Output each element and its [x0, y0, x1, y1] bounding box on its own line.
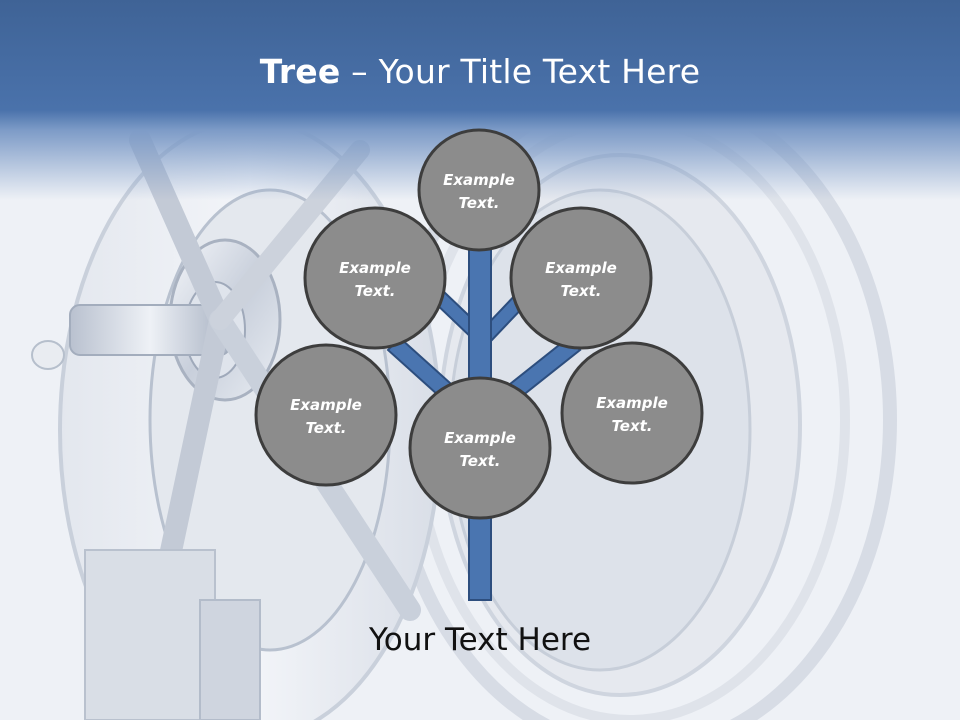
- node-label-line2: Text.: [611, 417, 652, 435]
- slide-caption: Your Text Here: [368, 622, 592, 658]
- tree-node-upper-left: Example Text.: [303, 206, 447, 350]
- node-label-line2: Text.: [560, 282, 601, 300]
- node-label-line2: Text.: [354, 282, 395, 300]
- title-bold-word: Tree: [259, 52, 341, 91]
- node-label-line2: Text.: [305, 419, 346, 437]
- node-label-line1: Example: [545, 259, 617, 277]
- tree-node-lower-left: Example Text.: [254, 343, 398, 487]
- node-label-line1: Example: [444, 429, 516, 447]
- node-label-line1: Example: [339, 259, 411, 277]
- node-label-line2: Text.: [459, 452, 500, 470]
- tree-node-lower-right: Example Text.: [560, 341, 704, 485]
- node-label-line1: Example: [290, 396, 362, 414]
- node-label-line2: Text.: [458, 194, 499, 212]
- title-rest: Your Title Text Here: [378, 52, 701, 91]
- node-label-line1: Example: [443, 171, 515, 189]
- node-label-line1: Example: [596, 394, 668, 412]
- tree-node-center: Example Text.: [408, 376, 552, 520]
- title-dash: –: [340, 52, 379, 91]
- tree-node-upper-right: Example Text.: [509, 206, 653, 350]
- tree-node-top: Example Text.: [417, 128, 541, 252]
- slide-title: Tree – Your Title Text Here: [0, 52, 960, 91]
